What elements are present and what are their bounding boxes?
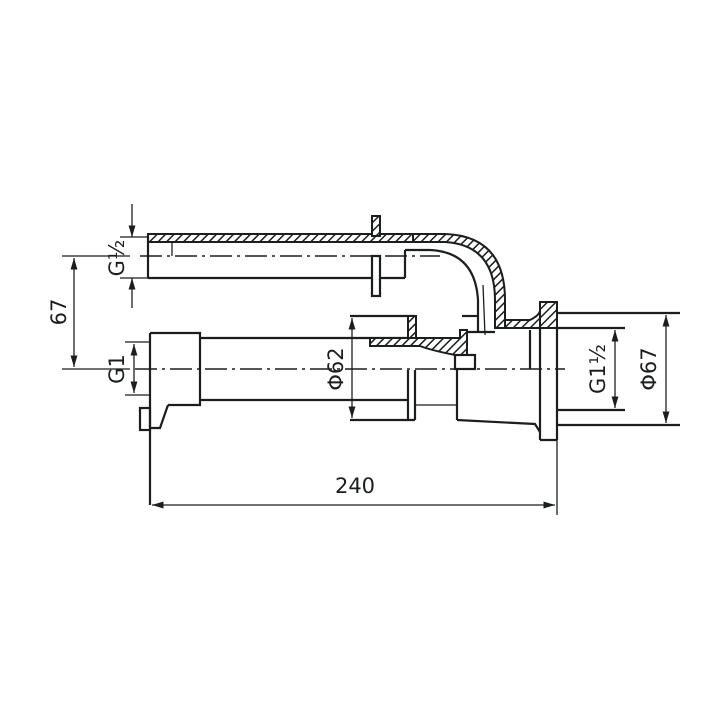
dim-diameter-left: Φ62 <box>324 318 356 418</box>
dim-top-thread: G½ <box>105 204 148 308</box>
label-bottom-thread: G1 <box>105 354 129 384</box>
dim-diameter-right: Φ67 <box>637 315 670 423</box>
dim-center-distance: 67 <box>47 255 130 370</box>
right-fitting <box>504 301 680 442</box>
upper-pipe <box>146 215 506 336</box>
dim-overall-length: 240 <box>152 440 558 515</box>
label-center-distance: 67 <box>47 299 71 326</box>
dim-bottom-thread: G1 <box>105 341 150 396</box>
dim-right-thread: G1½ <box>586 330 619 408</box>
label-diameter-right: Φ67 <box>637 347 661 390</box>
label-top-thread: G½ <box>105 240 129 277</box>
label-right-thread: G1½ <box>586 344 610 394</box>
label-overall-length: 240 <box>335 474 375 498</box>
label-diameter-left: Φ62 <box>324 347 348 390</box>
